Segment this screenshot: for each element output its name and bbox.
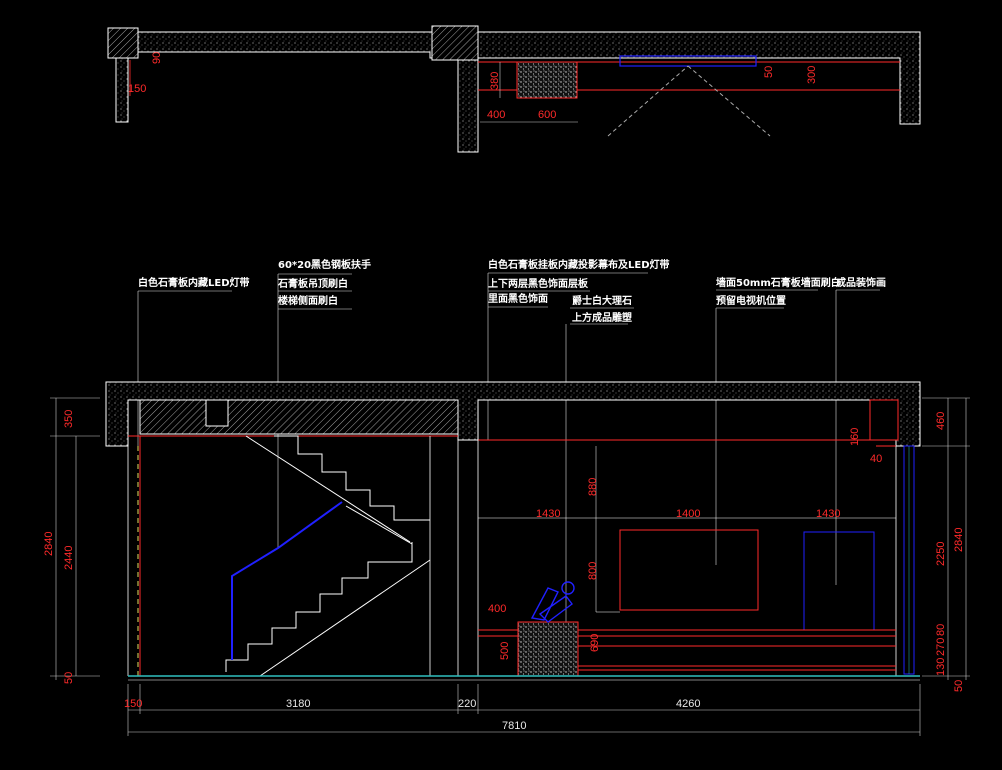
stair-handrail [231, 501, 343, 660]
note-shelf-boards: 上下两层黑色饰面层板 [488, 277, 589, 290]
note-handrail: 60*20黑色钢板扶手 [278, 258, 371, 271]
plan-dim-150: 150 [128, 83, 146, 95]
sculpture-icon [530, 581, 575, 623]
plan-column-mid [431, 25, 479, 61]
elev-dim-2440: 2440 [63, 546, 75, 570]
elev-dim-2840-right: 2840 [953, 528, 965, 552]
elev-dim-690: 690 [589, 634, 601, 652]
art-frame [803, 531, 875, 631]
elev-dim-150-bottom: 150 [124, 698, 142, 710]
plan-dim-600: 600 [538, 109, 556, 121]
elev-dim-1400: 1400 [676, 508, 700, 520]
plan-dim-90: 90 [151, 52, 163, 64]
plan-dim-300: 300 [806, 66, 818, 84]
note-stair-side: 楼梯侧面刷白 [278, 294, 338, 307]
elev-dim-4260: 4260 [676, 698, 700, 710]
elevation-view: 350 2840 2440 50 460 2250 2840 270 80 13… [43, 381, 970, 736]
elev-dim-500: 500 [499, 642, 511, 660]
right-wall-column [869, 399, 899, 441]
note-gypsum-wall: 墙面50mm石膏板墙面刷白 [716, 276, 841, 289]
note-marble: 爵士白大理石 [572, 294, 632, 307]
elev-dim-880: 880 [587, 478, 599, 496]
elev-dim-50-right: 50 [953, 680, 965, 692]
elev-dim-270: 270 [935, 638, 947, 656]
plan-top-wall [107, 31, 921, 153]
annotations: 白色石膏板内藏LED灯带 60*20黑色钢板扶手 石膏板吊顶刷白 楼梯侧面刷白 … [137, 258, 886, 630]
elev-dim-460: 460 [935, 412, 947, 430]
plan-marble-block [516, 61, 578, 99]
note-tv-position: 预留电视机位置 [716, 294, 786, 307]
plan-column-left [107, 27, 139, 59]
marble-plinth [517, 621, 579, 677]
stair-lower [225, 542, 413, 672]
note-led-strip: 白色石膏板内藏LED灯带 [138, 276, 250, 289]
elev-dim-400: 400 [488, 603, 506, 615]
note-sculpture: 上方成品雕塑 [572, 311, 632, 324]
elev-dim-40: 40 [870, 453, 882, 465]
elev-dim-80: 80 [935, 624, 947, 636]
tv-frame [619, 529, 759, 611]
elev-dim-350: 350 [63, 410, 75, 428]
elev-dim-1430-right: 1430 [816, 508, 840, 520]
elev-dim-160: 160 [849, 428, 861, 446]
elev-dim-7810: 7810 [502, 720, 526, 732]
elev-dim-50-left: 50 [63, 672, 75, 684]
elev-dim-3180: 3180 [286, 698, 310, 710]
elev-dim-800: 800 [587, 562, 599, 580]
elev-dim-2840-left: 2840 [43, 532, 55, 556]
elev-dim-220: 220 [458, 698, 476, 710]
ceiling-drop-left [139, 399, 459, 435]
plan-view: 380 50 300 400 600 150 90 [107, 25, 921, 153]
note-projector-screen: 白色石膏板挂板内藏投影幕布及LED灯带 [488, 258, 670, 271]
stair-upper [274, 435, 430, 521]
elev-dim-2250: 2250 [935, 542, 947, 566]
elev-dim-1430-left: 1430 [536, 508, 560, 520]
plan-dim-400: 400 [487, 109, 505, 121]
note-ceiling: 石膏板吊顶刷白 [277, 277, 348, 290]
note-art-frame: 成品装饰画 [836, 276, 886, 289]
note-inner-black: 里面黑色饰面 [488, 292, 548, 305]
elev-dim-130: 130 [935, 658, 947, 676]
plan-dim-380: 380 [489, 72, 501, 90]
plan-dim-50: 50 [763, 66, 775, 78]
